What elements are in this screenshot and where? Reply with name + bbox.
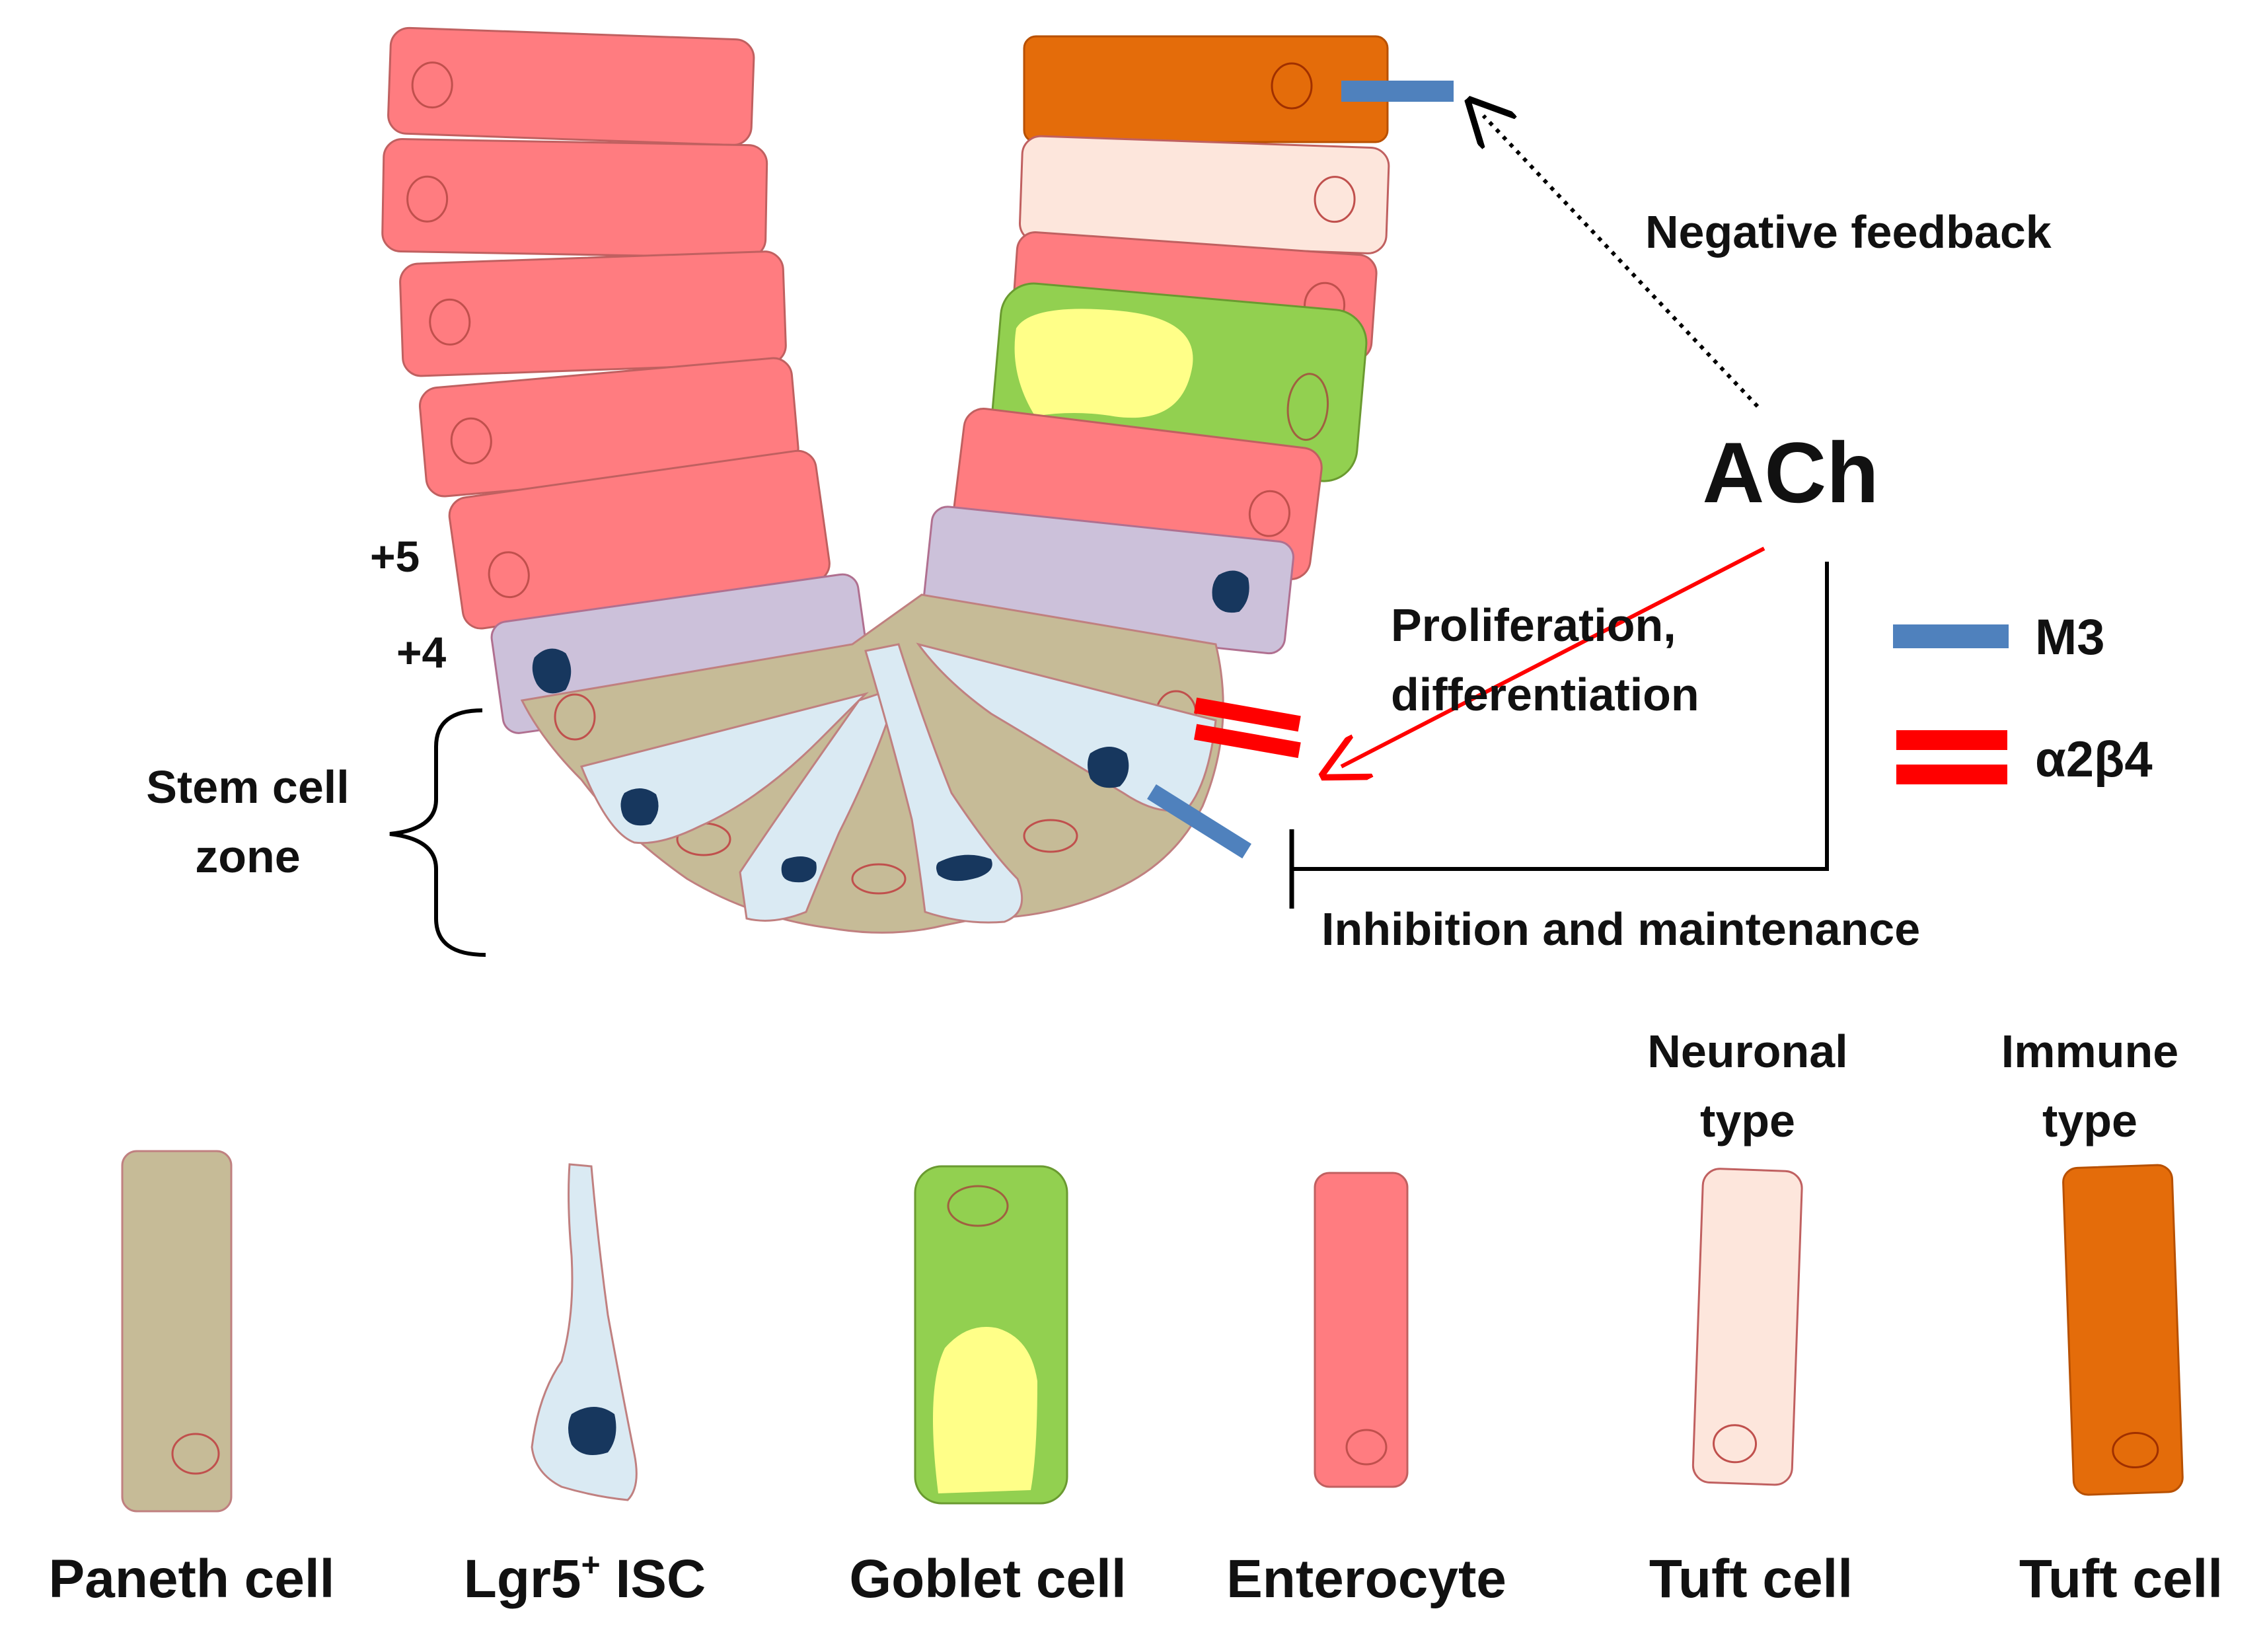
lgr5-isc-label: Lgr5+ ISC <box>464 1546 706 1609</box>
immune-type-header-2: type <box>2042 1095 2137 1146</box>
inhibition-label: Inhibition and maintenance <box>1321 903 1920 955</box>
tuft-cell-immune <box>1023 35 1389 143</box>
proliferation-label: Proliferation, <box>1391 599 1676 651</box>
enterocyte-label: Enterocyte <box>1226 1549 1506 1609</box>
lgr5-stem-cell <box>864 643 1023 924</box>
stem-zone-brace <box>389 708 486 957</box>
paneth-cell-label: Paneth cell <box>49 1549 335 1609</box>
cell-type-legend: Paneth cell Lgr5+ ISC Goblet cell Entero… <box>49 1026 2223 1609</box>
neuronal-type-header: Neuronal <box>1647 1026 1847 1077</box>
negative-feedback-arrow <box>1483 116 1760 408</box>
enterocyte-icon <box>1314 1172 1409 1488</box>
a2b4-legend-swatch-2 <box>1896 765 2007 784</box>
m3-receptor-tuft <box>1341 81 1454 102</box>
inhibition-line <box>1292 562 1829 871</box>
m3-legend-label: M3 <box>2035 609 2105 665</box>
m3-legend-swatch <box>1893 624 2009 648</box>
crypt-base <box>520 593 1224 934</box>
immune-type-header: Immune <box>2001 1026 2178 1077</box>
position-label-plus5: +5 <box>370 532 420 581</box>
negative-feedback-label: Negative feedback <box>1645 206 2052 258</box>
enterocyte-cell <box>399 250 787 377</box>
paneth-cell-icon <box>121 1150 233 1513</box>
enterocyte-cell <box>381 138 768 259</box>
differentiation-label: differentiation <box>1391 669 1699 720</box>
m3-receptor-crypt <box>1147 784 1251 859</box>
goblet-cell-icon <box>914 1165 1068 1505</box>
stem-zone-label-line2: zone <box>195 831 300 882</box>
a2b4-legend-label: α2β4 <box>2035 732 2153 788</box>
lgr5-isc-icon <box>531 1163 638 1501</box>
position-label-plus4: +4 <box>396 628 447 677</box>
tuft-neuronal-icon <box>1691 1168 1803 1486</box>
a2b4-receptor-crypt <box>1194 697 1301 759</box>
lgr5-stem-cell <box>739 685 901 922</box>
tuft-immune-icon <box>2062 1164 2184 1496</box>
a2b4-legend-swatch <box>1896 730 2007 750</box>
goblet-cell-label: Goblet cell <box>849 1549 1126 1609</box>
neuronal-type-header-2: type <box>1700 1095 1795 1146</box>
crypt-left-wall <box>381 26 871 734</box>
ach-label: ACh <box>1702 424 1878 521</box>
tuft-immune-label: Tuft cell <box>2019 1549 2223 1609</box>
tuft-neuronal-label: Tuft cell <box>1649 1549 1853 1609</box>
stem-zone-label: Stem cell <box>146 761 349 813</box>
proliferation-arrow <box>1341 546 1765 767</box>
crypt-right-wall <box>922 35 1390 655</box>
enterocyte-cell <box>387 26 755 146</box>
